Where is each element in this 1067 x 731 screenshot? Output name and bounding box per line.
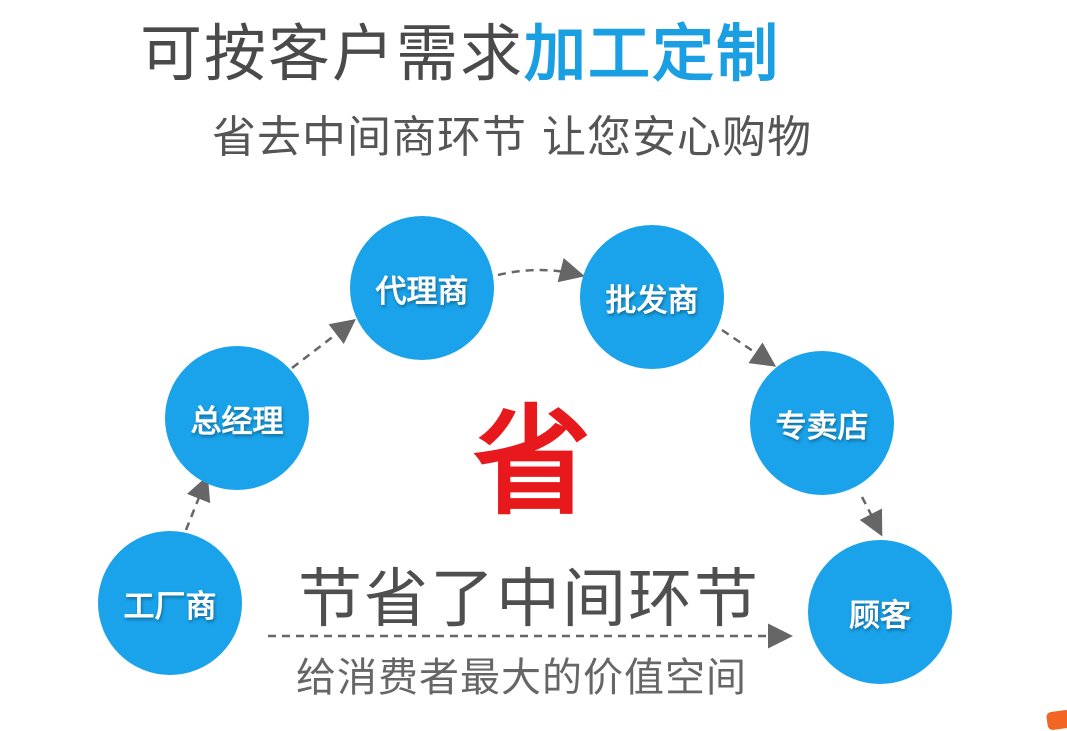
node-label: 工厂商: [123, 588, 217, 625]
logo-icon: [1045, 709, 1067, 731]
arrow-agent-to-wholesaler: [497, 258, 585, 283]
node-agent: 代理商: [350, 216, 494, 360]
title-plain: 可按客户需求: [140, 17, 525, 90]
page-title: 可按客户需求加工定制: [140, 14, 780, 94]
node-factory: 工厂商: [98, 531, 242, 675]
node-wholesaler: 批发商: [580, 225, 724, 369]
node-label: 总经理: [190, 403, 284, 440]
node-label: 批发商: [605, 282, 699, 319]
node-label: 专卖店: [775, 408, 869, 445]
arrow-wholesaler-to-store: [721, 328, 777, 367]
subtitle: 省去中间商环节 让您安心购物: [212, 112, 812, 163]
slogan: 节省了中间环节: [298, 563, 760, 637]
node-label: 顾客: [849, 597, 911, 634]
tagline: 给消费者最大的价值空间: [296, 655, 747, 701]
node-general-manager: 总经理: [165, 346, 309, 490]
title-highlight: 加工定制: [524, 17, 781, 90]
node-store: 专卖店: [750, 351, 894, 495]
arrow-gm-to-agent: [291, 318, 356, 369]
save-mark: 省: [473, 393, 592, 531]
node-customer: 顾客: [808, 540, 952, 684]
node-label: 代理商: [375, 273, 469, 310]
arrow-store-to-customer: [859, 496, 883, 537]
arrow-factory-to-gm: [184, 475, 211, 531]
